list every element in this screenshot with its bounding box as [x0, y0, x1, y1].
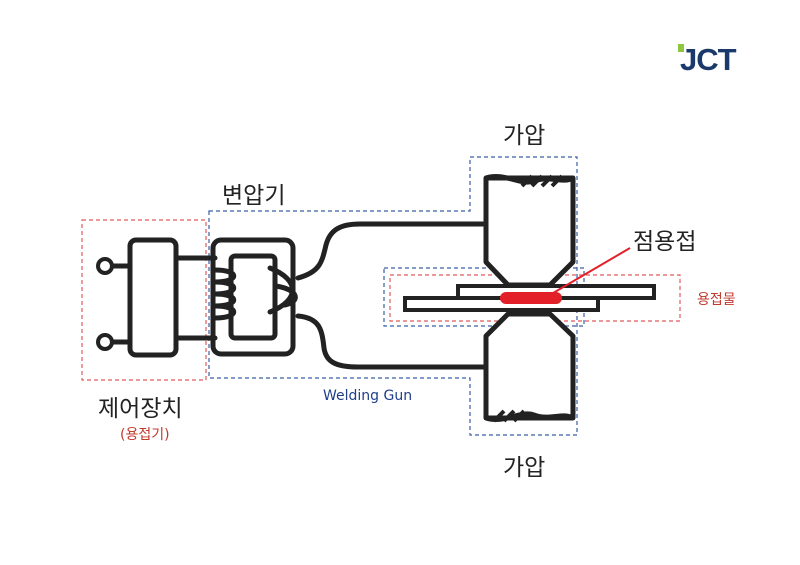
bottom-electrode: [483, 311, 576, 422]
transformer: [210, 237, 298, 357]
label-pressure-bottom: 가압: [503, 455, 546, 481]
label-pressure-top: 가압: [503, 123, 546, 149]
top-electrode: [483, 174, 576, 288]
label-workpiece: 용접물: [697, 292, 736, 308]
controller-device: [109, 237, 218, 358]
label-welding-gun: Welding Gun: [323, 388, 413, 404]
logo-accent-mark: [678, 44, 684, 52]
welding-gun-region-box: [208, 156, 578, 436]
controller-region-box: [81, 219, 207, 381]
workpiece-region-box: [383, 267, 585, 327]
welding-cables: [295, 221, 491, 370]
weld-nugget: [500, 292, 562, 304]
label-transformer: 변압기: [222, 183, 286, 209]
label-controller-sub: (용접기): [120, 427, 170, 443]
terminal-top: [96, 257, 114, 275]
logo-text: JCT: [680, 42, 737, 72]
jct-logo: JCT: [678, 42, 738, 72]
terminal-bottom: [96, 333, 114, 351]
label-controller: 제어장치: [98, 396, 183, 422]
bottom-electrode-hatch: [492, 409, 526, 423]
spot-weld-pointer: [547, 247, 631, 297]
label-spot-weld: 점용접: [633, 229, 697, 255]
top-electrode-hatch: [520, 174, 564, 188]
